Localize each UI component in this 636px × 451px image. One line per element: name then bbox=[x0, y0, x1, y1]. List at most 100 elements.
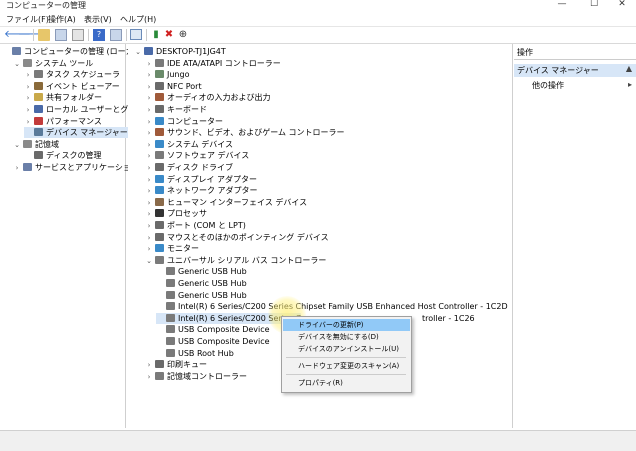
collapsed-arrow-icon[interactable]: › bbox=[147, 94, 151, 103]
console-tree-item[interactable]: ›イベント ビューアー bbox=[24, 81, 120, 92]
collapsed-arrow-icon[interactable]: › bbox=[147, 164, 151, 172]
device-tree-item[interactable]: Generic USB Hub bbox=[156, 266, 247, 277]
device-tree-item[interactable]: ›ネットワーク アダプター bbox=[145, 185, 258, 196]
device-tree-item[interactable]: ›ソフトウェア デバイス bbox=[145, 150, 249, 161]
device-label: 印刷キュー bbox=[167, 360, 207, 370]
maximize-button[interactable]: ☐ bbox=[589, 0, 599, 9]
device-tree-item[interactable]: ›NFC Port bbox=[145, 81, 202, 92]
collapsed-arrow-icon[interactable]: › bbox=[147, 82, 151, 91]
context-menu-item[interactable]: デバイスを無効にする(D) bbox=[298, 333, 379, 341]
console-tree-item[interactable]: ⌄システム ツール bbox=[13, 58, 93, 69]
device-tree-item[interactable]: USB Composite Device bbox=[156, 324, 270, 335]
menu-help[interactable]: ヘルプ(H) bbox=[120, 15, 157, 24]
collapsed-arrow-icon[interactable]: › bbox=[147, 71, 151, 80]
collapsed-arrow-icon[interactable]: › bbox=[147, 222, 151, 230]
expanded-arrow-icon[interactable]: ⌄ bbox=[135, 48, 141, 56]
node-icon bbox=[23, 163, 32, 171]
uninstall-x-icon[interactable]: ✖ bbox=[164, 29, 174, 40]
device-tree-item[interactable]: ›ディスク ドライブ bbox=[145, 162, 233, 173]
collapsed-arrow-icon[interactable]: › bbox=[147, 129, 151, 138]
up-folder-icon[interactable] bbox=[38, 29, 50, 41]
context-menu-item[interactable]: デバイスのアンインストール(U) bbox=[298, 345, 399, 353]
device-icon bbox=[166, 267, 175, 276]
collapsed-arrow-icon[interactable]: › bbox=[147, 140, 151, 149]
device-tree-item[interactable]: ›ポート (COM と LPT) bbox=[145, 220, 246, 231]
device-tree-item[interactable]: ›ヒューマン インターフェイス デバイス bbox=[145, 197, 307, 208]
show-action-pane-icon[interactable] bbox=[110, 29, 122, 41]
close-button[interactable]: ✕ bbox=[618, 0, 626, 9]
console-tree-item[interactable]: ⌄記憶域 bbox=[13, 139, 59, 150]
update-driver-icon[interactable]: ▮ bbox=[153, 29, 159, 40]
device-tree-item[interactable]: USB Composite Device bbox=[156, 336, 270, 347]
device-tree-item[interactable]: ›ディスプレイ アダプター bbox=[145, 174, 257, 185]
context-menu-item[interactable]: ハードウェア変更のスキャン(A) bbox=[298, 362, 400, 370]
context-menu-item[interactable]: ドライバーの更新(P) bbox=[283, 319, 410, 331]
tree-item-label: サービスとアプリケーション bbox=[35, 163, 139, 172]
console-tree-item[interactable]: ›共有フォルダー bbox=[24, 92, 102, 103]
device-tree-item[interactable]: ›サウンド、ビデオ、およびゲーム コントローラー bbox=[145, 127, 345, 138]
monitor-icon[interactable] bbox=[130, 29, 142, 40]
collapsed-arrow-icon[interactable]: › bbox=[26, 94, 30, 103]
device-tree-item[interactable]: ›モニター bbox=[145, 243, 199, 254]
console-tree-item[interactable]: ›ローカル ユーザーとグループ bbox=[24, 104, 152, 115]
collapsed-arrow-icon[interactable]: › bbox=[147, 372, 151, 381]
context-menu-item[interactable]: プロパティ(R) bbox=[298, 379, 343, 387]
console-tree-item[interactable]: デバイス マネージャー bbox=[24, 127, 128, 139]
device-tree-item[interactable]: Intel(R) 6 Series/C200 Series Chipset Fa… bbox=[156, 301, 508, 312]
menu-action[interactable]: 操作(A) bbox=[48, 15, 76, 24]
device-tree-item[interactable]: Generic USB Hub bbox=[156, 278, 247, 289]
device-tree-item[interactable]: ›コンピューター bbox=[145, 116, 223, 127]
device-tree-item[interactable]: ›IDE ATA/ATAPI コントローラー bbox=[145, 58, 281, 69]
console-tree-item[interactable]: ディスクの管理 bbox=[24, 150, 101, 161]
device-tree-item[interactable]: ›マウスとそのほかのポインティング デバイス bbox=[145, 232, 329, 243]
minimize-button[interactable]: — bbox=[557, 0, 567, 9]
collapsed-arrow-icon[interactable]: › bbox=[147, 198, 151, 207]
expanded-arrow-icon[interactable]: ⌄ bbox=[14, 59, 20, 68]
console-tree-item[interactable]: › サービスとアプリケーション bbox=[13, 162, 139, 173]
back-arrow-icon[interactable]: 🡐 bbox=[4, 29, 31, 40]
node-icon bbox=[12, 47, 21, 55]
device-tree-item[interactable]: ›システム デバイス bbox=[145, 139, 233, 150]
collapse-arrow-icon[interactable]: ▲ bbox=[625, 64, 632, 73]
collapsed-arrow-icon[interactable]: › bbox=[147, 361, 151, 370]
collapsed-arrow-icon[interactable]: › bbox=[26, 106, 30, 114]
console-tree-item[interactable]: コンピューターの管理 (ローカル) bbox=[2, 46, 145, 57]
menu-view[interactable]: 表示(V) bbox=[84, 15, 112, 24]
expanded-arrow-icon[interactable]: ⌄ bbox=[14, 140, 20, 149]
collapsed-arrow-icon[interactable]: › bbox=[147, 210, 151, 219]
help-icon[interactable]: ? bbox=[93, 29, 105, 41]
properties-icon[interactable] bbox=[72, 29, 84, 41]
device-tree-item[interactable]: ›オーディオの入力および出力 bbox=[145, 92, 270, 103]
device-tree-item[interactable]: ›キーボード bbox=[145, 104, 207, 115]
download-circle-icon[interactable]: ⊕ bbox=[178, 29, 188, 40]
device-tree-item[interactable]: Generic USB Hub bbox=[156, 290, 247, 301]
console-tree-item[interactable]: ›タスク スケジューラ bbox=[24, 69, 120, 80]
device-tree-item[interactable]: USB Root Hub bbox=[156, 348, 234, 359]
collapsed-arrow-icon[interactable]: › bbox=[147, 117, 151, 126]
actions-more-operations[interactable]: 他の操作 bbox=[532, 81, 564, 90]
menu-file[interactable]: ファイル(F) bbox=[6, 15, 49, 24]
collapsed-arrow-icon[interactable]: › bbox=[147, 245, 151, 254]
expanded-arrow-icon[interactable]: ⌄ bbox=[146, 256, 152, 265]
collapsed-arrow-icon[interactable]: › bbox=[147, 187, 151, 196]
show-hide-tree-icon[interactable] bbox=[55, 29, 67, 41]
collapsed-arrow-icon[interactable]: › bbox=[147, 175, 151, 184]
console-tree-item[interactable]: ›パフォーマンス bbox=[24, 116, 102, 127]
actions-section-device-manager[interactable]: デバイス マネージャー bbox=[514, 64, 636, 77]
device-tree-item[interactable]: ›プロセッサ bbox=[145, 208, 207, 219]
collapsed-arrow-icon[interactable]: › bbox=[26, 82, 30, 91]
forward-arrow-icon[interactable]: 🡒 bbox=[18, 29, 45, 40]
device-tree-item[interactable]: › 印刷キュー bbox=[145, 359, 207, 370]
collapsed-arrow-icon[interactable]: › bbox=[147, 152, 151, 161]
device-tree-item[interactable]: ›記憶域コントローラー bbox=[145, 371, 247, 382]
collapsed-arrow-icon[interactable]: › bbox=[147, 233, 151, 242]
device-tree-item[interactable]: ⌄ユニバーサル シリアル バス コントローラー bbox=[145, 255, 326, 266]
collapsed-arrow-icon[interactable]: › bbox=[15, 164, 19, 172]
collapsed-arrow-icon[interactable]: › bbox=[147, 59, 151, 68]
device-tree-item[interactable]: ›Jungo bbox=[145, 69, 189, 80]
collapsed-arrow-icon[interactable]: › bbox=[26, 117, 30, 126]
collapsed-arrow-icon[interactable]: › bbox=[147, 106, 151, 114]
device-tree-item[interactable]: ⌄DESKTOP-TJ1JG4T bbox=[134, 46, 226, 57]
collapsed-arrow-icon[interactable]: › bbox=[26, 71, 30, 80]
